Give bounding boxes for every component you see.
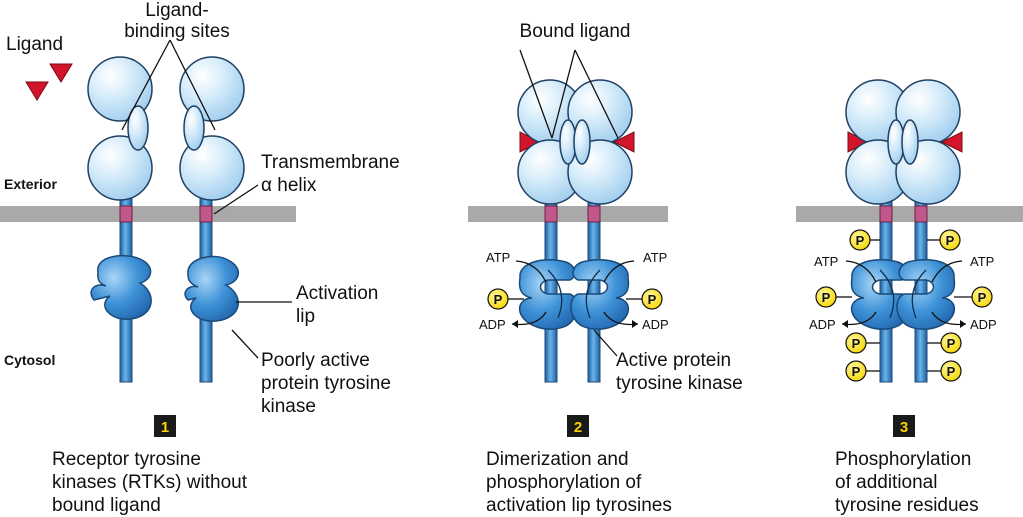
activation-lip-label-1: Activation [296,283,378,304]
ligand-triangle [49,63,73,83]
cytosol-label: Cytosol [4,352,55,368]
leader-lines-panel-1 [121,39,292,359]
phosphate-label: P [852,364,861,379]
poorly-active-kinase-label-3: kinase [261,396,316,417]
step-number: 3 [900,419,908,436]
membrane-panel-1 [0,206,296,222]
step-caption-line: of additional [835,472,937,493]
ligand-binding-sites-label-1: Ligand- [145,0,208,21]
phosphate-label: P [852,336,861,351]
adp-label: ADP [642,317,669,332]
step-caption-line: tyrosine residues [835,495,979,516]
active-kinase-label-2: tyrosine kinase [616,373,743,394]
adp-label: ADP [809,317,836,332]
step-number-badge [893,415,915,437]
free-ligand-group [25,63,73,101]
phosphate-label: P [947,364,956,379]
step-caption-line: Dimerization and [486,449,629,470]
receptor-dimer-2 [517,79,635,383]
poorly-active-kinase-label-2: protein tyrosine [261,373,391,394]
phosphate-label: P [978,290,987,305]
ligand-triangle [25,81,49,101]
atp-adp-arrows-panel-3 [841,260,967,328]
phosphate-label: P [494,292,503,307]
phosphate-label: P [947,336,956,351]
adp-label: ADP [970,317,997,332]
bound-ligand [612,131,635,153]
phosphate-label: P [946,233,955,248]
step-number-badge [154,415,176,437]
atp-label: ATP [814,254,838,269]
step-caption-line: phosphorylation of [486,472,642,493]
step-number-badge [567,415,589,437]
active-kinase-label-1: Active protein [616,350,731,371]
bound-ligand [940,131,963,153]
step-caption-line: Receptor tyrosine [52,449,201,470]
transmembrane-label-2: α helix [261,175,317,196]
step-2: 2 Dimerization and phosphorylation of ac… [486,415,672,516]
step-1: 1 Receptor tyrosine kinases (RTKs) witho… [52,415,248,516]
phosphate-label: P [822,290,831,305]
atp-label: ATP [486,250,510,265]
atp-label: ATP [643,250,667,265]
phosphate-label: P [648,292,657,307]
membrane-panel-2 [468,206,668,222]
receptor-1a [87,56,153,383]
phosphate-group-panel-3: P P P P P P P P [815,229,993,382]
step-caption-line: bound ligand [52,495,161,516]
step-caption-line: Phosphorylation [835,449,971,470]
atp-label: ATP [970,254,994,269]
ligand-label: Ligand [6,34,63,55]
activation-lip-label-2: lip [296,306,315,327]
ligand-binding-sites-label-2: binding sites [124,21,230,42]
step-3: 3 Phosphorylation of additional tyrosine… [835,415,979,516]
receptor-dimer-3 [845,79,963,383]
step-number: 2 [574,419,582,436]
poorly-active-kinase-label-1: Poorly active [261,350,370,371]
adp-label: ADP [479,317,506,332]
bound-ligand-label: Bound ligand [520,21,631,42]
atp-adp-arrows-panel-2 [511,49,639,357]
phosphate-group-panel-2: P P [487,288,663,310]
step-caption-line: kinases (RTKs) without [52,472,248,493]
transmembrane-label-1: Transmembrane [261,152,400,173]
receptor-1b [179,56,245,383]
step-caption-line: activation lip tyrosines [486,495,672,516]
exterior-label: Exterior [4,176,57,192]
membrane-panel-3 [796,206,1023,222]
phosphate-label: P [856,233,865,248]
step-number: 1 [161,419,169,436]
